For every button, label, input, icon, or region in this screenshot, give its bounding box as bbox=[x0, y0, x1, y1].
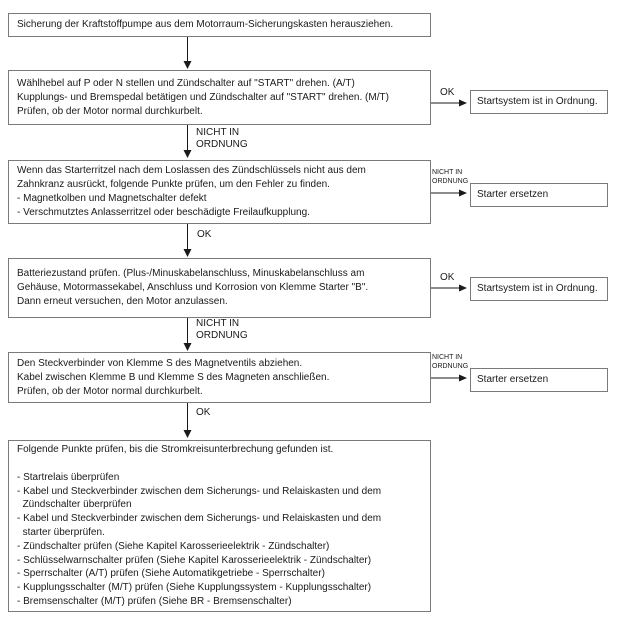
step-box-crank-test: Wählhebel auf P oder N stellen und Zünds… bbox=[8, 70, 431, 125]
outcome-box-replace-starter-2: Starter ersetzen bbox=[470, 368, 608, 392]
arrow-down-step5-step6 bbox=[183, 403, 192, 438]
arrow-down-step3-step4 bbox=[183, 224, 192, 257]
arrow-right-step5-outcome4 bbox=[431, 374, 467, 382]
outcome-text: Startsystem ist in Ordnung. bbox=[477, 96, 598, 107]
step-text: Wenn das Starterritzel nach dem Loslasse… bbox=[17, 165, 366, 218]
step-text: Den Steckverbinder von Klemme S des Magn… bbox=[17, 357, 330, 397]
branch-label-ok: OK bbox=[197, 229, 212, 240]
arrow-right-step2-outcome1 bbox=[430, 99, 467, 107]
outcome-box-replace-starter-1: Starter ersetzen bbox=[470, 183, 608, 207]
outcome-box-start-system-ok-2: Startsystem ist in Ordnung. bbox=[470, 277, 608, 301]
arrow-down-step1-step2 bbox=[183, 37, 192, 69]
branch-label-not-ok: NICHT IN ORDNUNG bbox=[432, 354, 469, 370]
step-box-pinion-check: Wenn das Starterritzel nach dem Loslasse… bbox=[8, 160, 431, 224]
step-text: Sicherung der Kraftstoffpumpe aus dem Mo… bbox=[17, 19, 394, 30]
outcome-text: Startsystem ist in Ordnung. bbox=[477, 283, 598, 294]
branch-label-not-ok: NICHT IN ORDNUNG bbox=[196, 318, 248, 341]
branch-label-ok: OK bbox=[440, 272, 455, 283]
step-text: Batteriezustand prüfen. (Plus-/Minuskabe… bbox=[17, 268, 369, 307]
arrow-right-step3-outcome2 bbox=[431, 189, 467, 197]
step-text: Wählhebel auf P oder N stellen und Zünds… bbox=[17, 77, 389, 117]
outcome-text: Starter ersetzen bbox=[477, 189, 549, 200]
outcome-text: Starter ersetzen bbox=[477, 374, 549, 385]
arrow-down-step4-step5 bbox=[183, 318, 192, 351]
step-box-circuit-checklist: Folgende Punkte prüfen, bis die Stromkre… bbox=[8, 440, 431, 612]
arrow-down-step2-step3 bbox=[183, 125, 192, 158]
outcome-box-start-system-ok-1: Startsystem ist in Ordnung. bbox=[470, 90, 608, 114]
step-box-battery-check: Batteriezustand prüfen. (Plus-/Minuskabe… bbox=[8, 258, 431, 318]
branch-label-not-ok: NICHT IN ORDNUNG bbox=[196, 127, 248, 150]
step-box-fuel-pump-fuse: Sicherung der Kraftstoffpumpe aus dem Mo… bbox=[8, 13, 431, 37]
step-box-solenoid-check: Den Steckverbinder von Klemme S des Magn… bbox=[8, 352, 431, 403]
arrow-right-step4-outcome3 bbox=[430, 284, 467, 292]
step-text: Folgende Punkte prüfen, bis die Stromkre… bbox=[17, 444, 382, 607]
branch-label-ok: OK bbox=[196, 407, 211, 418]
branch-label-not-ok: NICHT IN ORDNUNG bbox=[432, 169, 469, 185]
branch-label-ok: OK bbox=[440, 87, 455, 98]
